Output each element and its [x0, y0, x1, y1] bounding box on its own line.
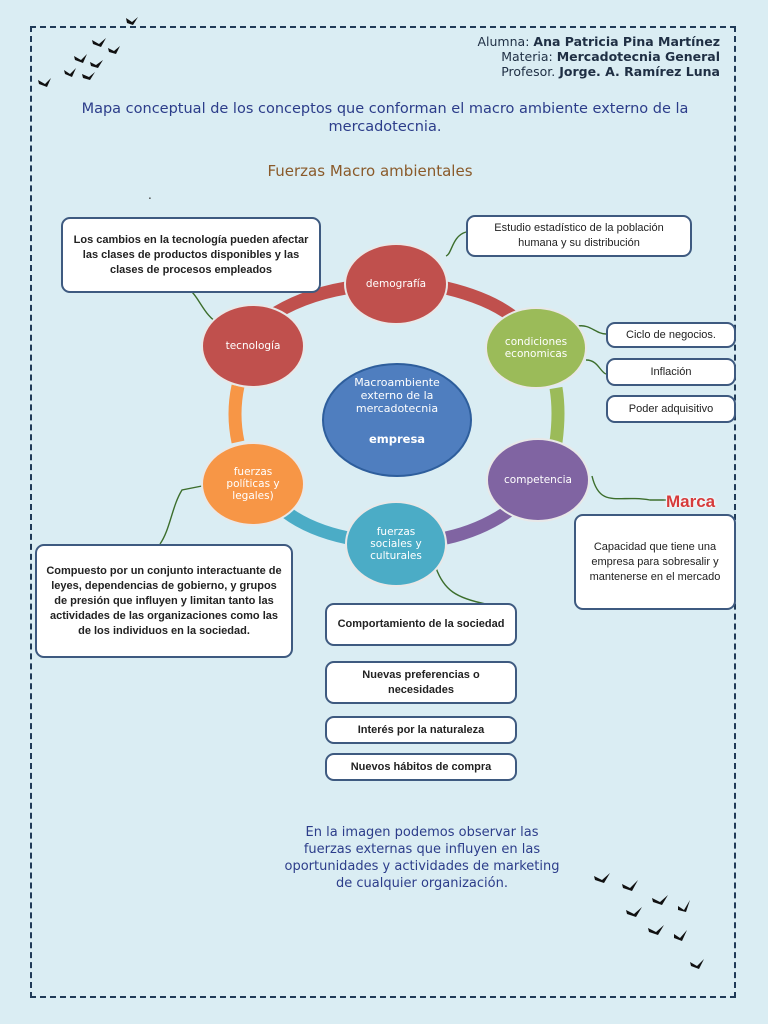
label-competencia: competencia	[504, 474, 572, 486]
label-condiciones: condiciones economicas	[504, 336, 568, 360]
center-ellipse	[322, 363, 472, 477]
center-line3: mercadotecnia	[355, 402, 439, 415]
box-politicas-desc: Compuesto por un conjunto interactuante …	[35, 544, 293, 658]
center-line2: externo de la	[360, 389, 434, 402]
node-competencia	[486, 438, 590, 522]
center-line4: empresa	[368, 432, 426, 446]
center-label: Macroambiente externo de la mercadotecni…	[324, 368, 470, 476]
box-comportamiento: Comportamiento de la sociedad	[325, 603, 517, 646]
connector-demografia	[445, 231, 467, 257]
arc-competencia-sociales	[444, 504, 514, 545]
box-competencia-desc: Capacidad que tiene una empresa para sob…	[574, 514, 736, 610]
connector-ciclo	[577, 325, 607, 335]
arc-politicas-tecnologia	[228, 384, 245, 444]
teacher-line: Profesor. Jorge. A. Ramírez Luna	[501, 64, 720, 79]
student-line: Alumna: Ana Patricia Pina Martínez	[477, 34, 720, 49]
header-info: Alumna: Ana Patricia Pina Martínez Mater…	[477, 34, 720, 79]
node-demografia	[344, 243, 448, 325]
arc-condiciones-competencia	[549, 386, 565, 443]
conclusion-text: En la imagen podemos observar las fuerza…	[284, 825, 560, 891]
connector-inflacion	[585, 359, 607, 375]
label-tecnologia: tecnología	[225, 340, 281, 352]
node-politicas	[201, 442, 305, 526]
box-inflacion: Inflación	[606, 358, 736, 386]
box-demografia-desc: Estudio estadístico de la población huma…	[466, 215, 692, 257]
connector-sociales	[435, 567, 487, 605]
connector-competencia	[591, 475, 666, 501]
box-ciclo: Ciclo de negocios.	[606, 322, 736, 348]
box-naturaleza: Interés por la naturaleza	[325, 716, 517, 744]
connector-politicas	[159, 485, 203, 545]
box-poder: Poder adquisitivo	[606, 395, 736, 423]
label-politicas: fuerzas políticas y legales)	[226, 466, 280, 502]
page-title: Mapa conceptual de los conceptos que con…	[81, 101, 689, 135]
diagram-subtitle: Fuerzas Macro ambientales	[267, 162, 473, 180]
node-condiciones	[485, 307, 587, 389]
arc-demografia-condiciones	[444, 281, 516, 322]
page-border	[30, 26, 736, 998]
birds-top-left-icon	[38, 17, 138, 87]
stray-dot: .	[148, 188, 152, 202]
subject-line: Materia: Mercadotecnia General	[501, 49, 720, 64]
birds-bottom-right-icon	[594, 873, 704, 969]
center-line1: Macroambiente	[354, 376, 440, 389]
arc-sociales-politicas	[282, 506, 350, 545]
label-sociales: fuerzas sociales y culturales	[370, 526, 422, 562]
marca-label: Marca	[666, 492, 716, 511]
label-demografia: demografía	[365, 278, 427, 290]
node-tecnologia	[201, 304, 305, 388]
node-sociales	[345, 501, 447, 587]
box-preferencias: Nuevas preferencias o necesidades	[325, 661, 517, 704]
box-tecnologia-desc: Los cambios en la tecnología pueden afec…	[61, 217, 321, 293]
box-habitos: Nuevos hábitos de compra	[325, 753, 517, 781]
